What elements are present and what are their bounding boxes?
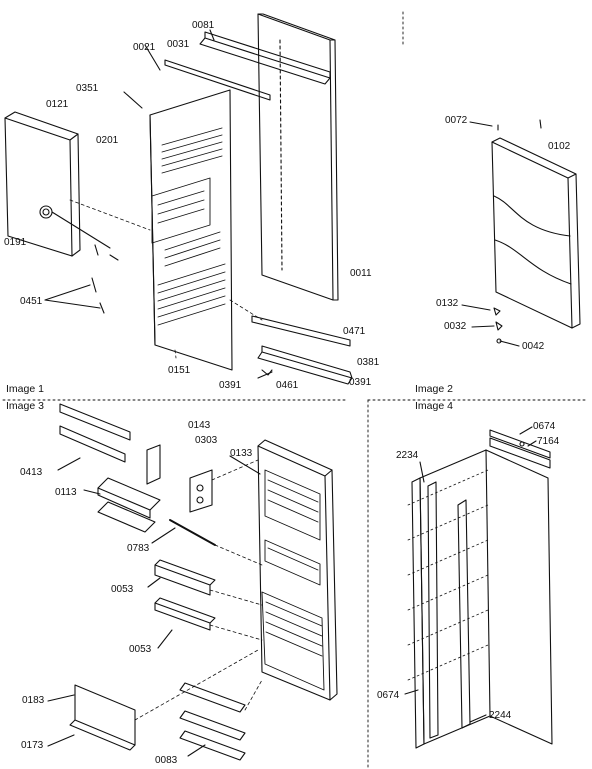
callout-0391-a: 0391	[219, 380, 242, 391]
callout-0143: 0143	[188, 420, 211, 431]
caption-image4: Image 4	[415, 400, 453, 412]
callout-0173: 0173	[21, 740, 44, 751]
callout-0032: 0032	[444, 321, 467, 332]
image4-artwork	[404, 426, 553, 749]
callout-0451: 0451	[20, 296, 43, 307]
callout-0471: 0471	[343, 326, 366, 337]
callout-0081: 0081	[192, 20, 215, 31]
callout-0021: 0021	[133, 42, 156, 53]
callout-0351: 0351	[76, 83, 99, 94]
callout-7164: 7164	[537, 436, 560, 447]
callout-0053-a: 0053	[111, 584, 134, 595]
caption-image1: Image 1	[6, 383, 44, 395]
callout-0072: 0072	[445, 115, 468, 126]
callout-0303: 0303	[195, 435, 218, 446]
callout-0011: 0011	[350, 268, 372, 279]
callout-0031: 0031	[167, 39, 190, 50]
callout-0413: 0413	[20, 467, 43, 478]
callout-0133: 0133	[230, 448, 253, 459]
callout-0183: 0183	[22, 695, 45, 706]
callout-0674-a: 0674	[533, 421, 556, 432]
image3-artwork	[47, 403, 338, 761]
callout-0132: 0132	[436, 298, 459, 309]
callout-0102: 0102	[548, 141, 571, 152]
image1-artwork	[4, 13, 353, 385]
callout-0042: 0042	[522, 341, 545, 352]
caption-image2: Image 2	[415, 383, 453, 395]
callout-0674-b: 0674	[377, 690, 400, 701]
callout-0381: 0381	[357, 357, 380, 368]
callout-2234: 2234	[396, 450, 419, 461]
callout-0053-b: 0053	[129, 644, 152, 655]
callout-0201: 0201	[96, 135, 119, 146]
callout-2244: 2244	[489, 710, 512, 721]
callout-0783: 0783	[127, 543, 150, 554]
callout-0191: 0191	[4, 237, 27, 248]
image2-artwork	[461, 119, 581, 347]
callout-0391-b: 0391	[349, 377, 372, 388]
callout-0113: 0113	[55, 487, 77, 498]
section-dividers	[2, 11, 589, 769]
callout-0151: 0151	[168, 365, 191, 376]
callout-0083: 0083	[155, 755, 178, 766]
callout-0121: 0121	[46, 99, 69, 110]
caption-image3: Image 3	[6, 400, 44, 412]
callout-0461: 0461	[276, 380, 299, 391]
